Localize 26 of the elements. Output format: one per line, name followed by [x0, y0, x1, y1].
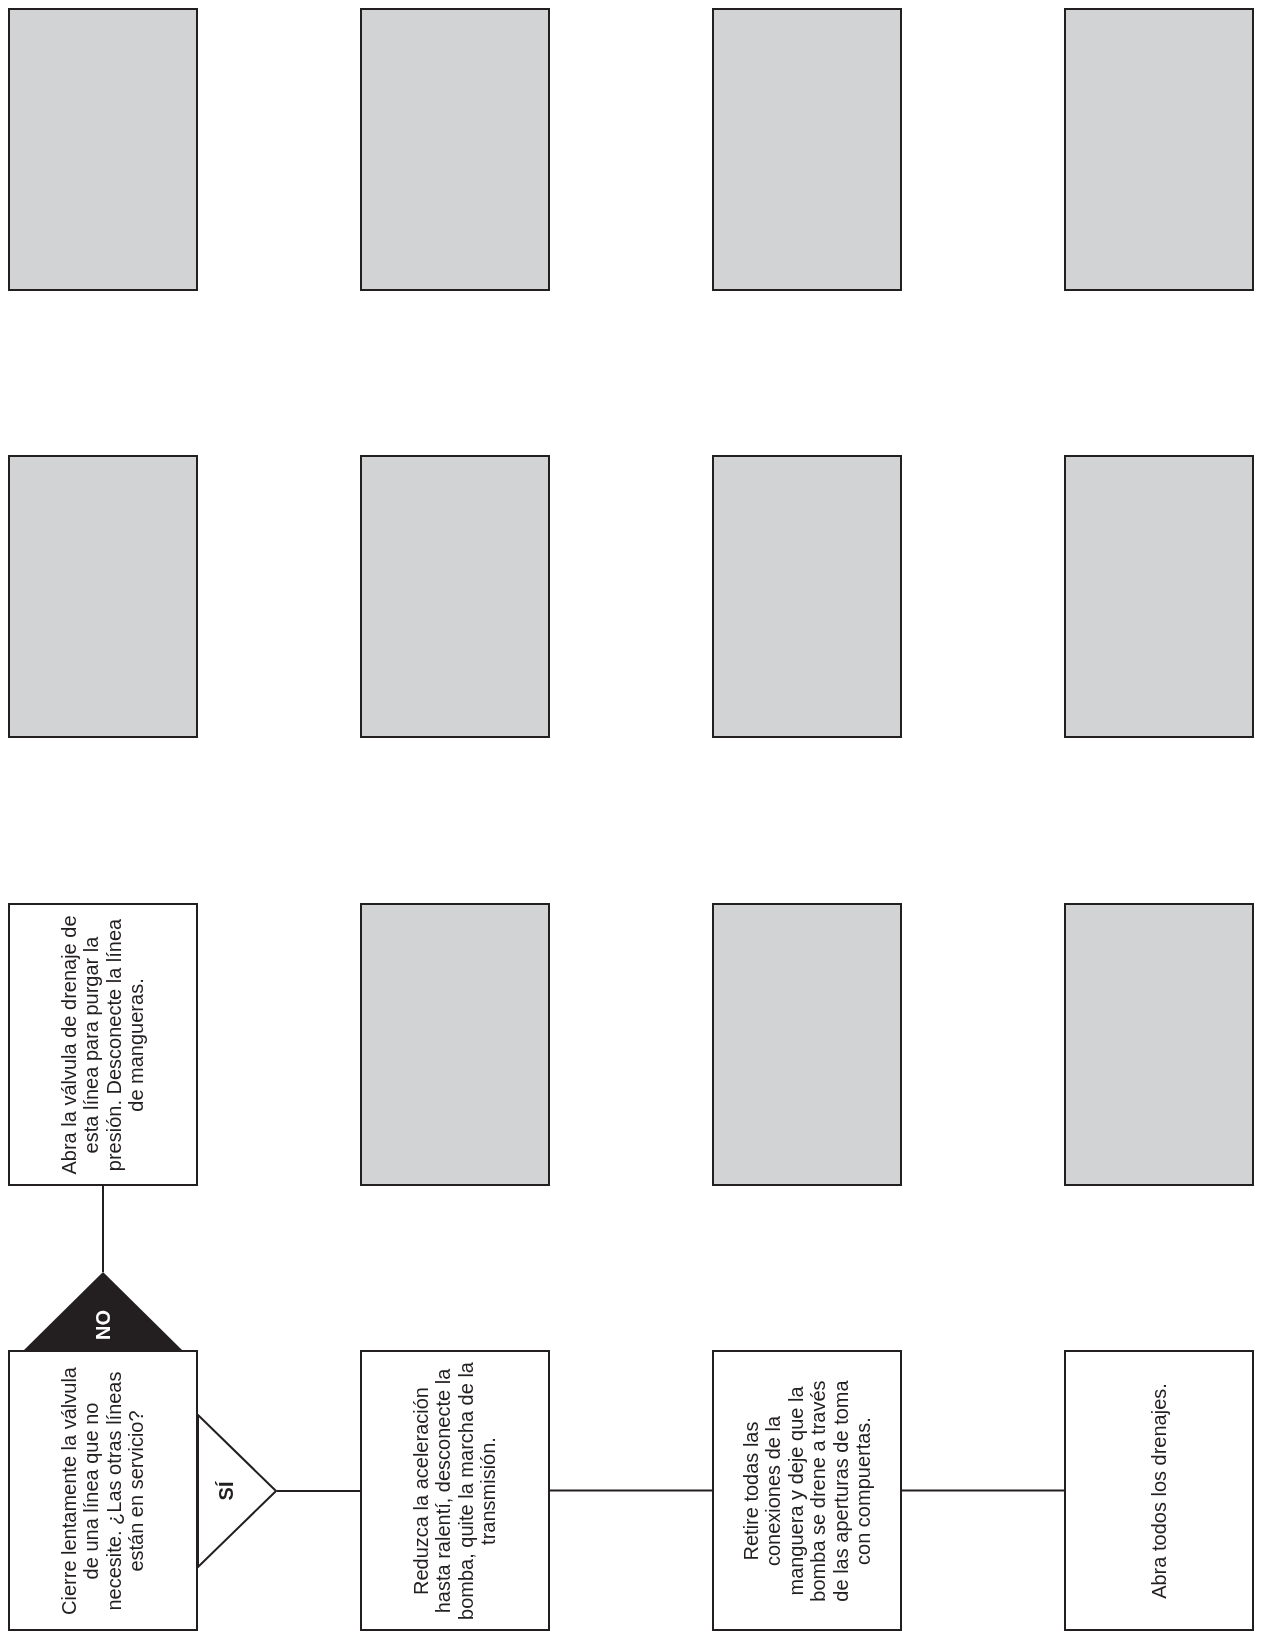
blank-box [712, 903, 902, 1186]
process-box [360, 1350, 550, 1631]
decision-label: SÍ [216, 1481, 237, 1501]
step-text: Abra todos los drenajes. [1147, 1381, 1171, 1601]
blank-box [360, 8, 550, 291]
decision-label: NO [93, 1310, 113, 1340]
connector-line [102, 1185, 104, 1273]
step-text: Abra la válvula de drenaje de esta línea para purgar la presión. Desconecte la línea de mangueras. [58, 913, 148, 1177]
blank-box [1064, 8, 1254, 291]
step-text: Cierre lentamente la válvula de una línea que no necesite. ¿Las otras líneas están en servicio? [58, 1365, 148, 1616]
blank-box [8, 455, 198, 738]
step-text: Reduzca la aceleración hasta ralentí, desconecte la bomba, quite la marcha de la transmisión. [410, 1360, 500, 1622]
process-box [712, 1350, 902, 1631]
blank-box [8, 8, 198, 291]
blank-box [360, 903, 550, 1186]
blank-box [712, 455, 902, 738]
blank-box [1064, 903, 1254, 1186]
connector-line [549, 1489, 713, 1492]
blank-box [1064, 455, 1254, 738]
process-box [8, 903, 198, 1186]
blank-box [360, 455, 550, 738]
connector-line [901, 1489, 1065, 1492]
step-text: Retire todas las conexiones de la manguera y deje que la bomba se drene a través de las aperturas de toma con compuertas. [739, 1378, 875, 1604]
connector-line [276, 1490, 361, 1492]
blank-box [712, 8, 902, 291]
process-box [1064, 1350, 1254, 1631]
